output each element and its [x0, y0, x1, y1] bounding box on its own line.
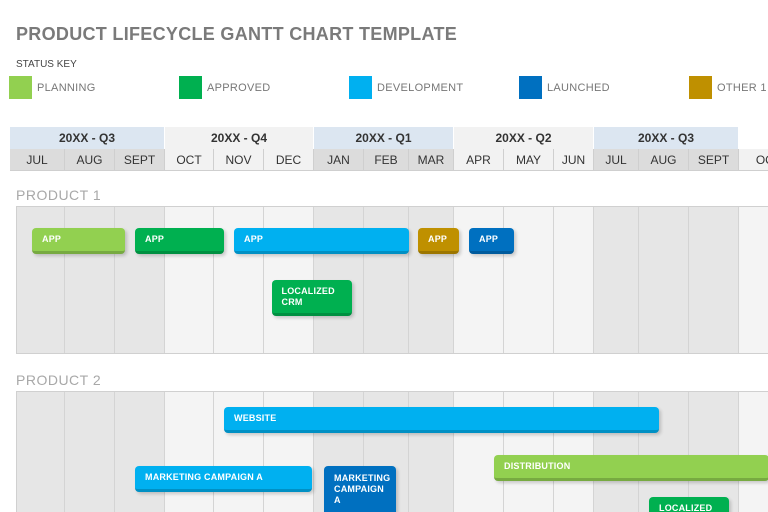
quarter-header: 20XX - Q3	[594, 127, 739, 149]
status-key-label: STATUS KEY	[16, 59, 77, 70]
page-title: PRODUCT LIFECYCLE GANTT CHART TEMPLATE	[16, 24, 458, 44]
gantt-bar-localized[interactable]: LOCALIZED	[649, 497, 729, 512]
month-column	[739, 207, 768, 353]
month-column	[554, 207, 594, 353]
month-header: MAY	[504, 149, 554, 171]
month-header: APR	[454, 149, 504, 171]
month-header: SEPT	[115, 149, 165, 171]
gantt-bar-app[interactable]: APP	[418, 228, 459, 254]
month-column	[639, 207, 689, 353]
month-column	[689, 207, 739, 353]
legend-label-other-1: OTHER 1	[717, 82, 767, 94]
gantt-bar-app[interactable]: APP	[469, 228, 514, 254]
month-header: OCT	[739, 149, 768, 171]
gantt-bar-app[interactable]: APP	[32, 228, 125, 254]
gantt-bar-distribution[interactable]: DISTRIBUTION	[494, 455, 768, 481]
legend-label-planning: PLANNING	[37, 82, 96, 94]
legend-swatch-development	[349, 76, 372, 99]
month-header: OCT	[165, 149, 214, 171]
legend-swatch-approved	[179, 76, 202, 99]
gantt-bar-localized-crm[interactable]: LOCALIZED CRM	[271, 280, 352, 316]
quarter-header: 20XX - Q1	[314, 127, 454, 149]
month-column	[594, 207, 639, 353]
month-column	[165, 392, 214, 512]
quarter-header: 20XX - Q3	[10, 127, 165, 149]
month-column	[65, 392, 115, 512]
month-header: AUG	[65, 149, 115, 171]
legend-swatch-planning	[9, 76, 32, 99]
month-column	[115, 392, 165, 512]
month-header: FEB	[364, 149, 409, 171]
month-column	[739, 392, 768, 512]
month-column	[17, 392, 65, 512]
month-header: DEC	[264, 149, 314, 171]
month-header: MAR	[409, 149, 454, 171]
month-column	[689, 392, 739, 512]
month-header: JUN	[554, 149, 594, 171]
section-label-product-1: PRODUCT 1	[16, 187, 102, 203]
gantt-bar-app[interactable]: APP	[135, 228, 224, 254]
month-header: JUL	[10, 149, 65, 171]
gantt-bar-website[interactable]: WEBSITE	[224, 407, 659, 433]
section-panel-product-2: WEBSITE DISTRIBUTION MARKETING CAMPAIGN A M…	[16, 391, 768, 512]
quarter-header: 20XX - Q2	[454, 127, 594, 149]
legend-swatch-launched	[519, 76, 542, 99]
quarter-header: 20XX - Q4	[165, 127, 314, 149]
section-label-product-2: PRODUCT 2	[16, 372, 102, 388]
month-header: AUG	[639, 149, 689, 171]
legend-label-launched: LAUNCHED	[547, 82, 610, 94]
month-header: NOV	[214, 149, 264, 171]
legend-label-approved: APPROVED	[207, 82, 271, 94]
legend-swatch-other-1	[689, 76, 712, 99]
month-header: SEPT	[689, 149, 739, 171]
legend-label-development: DEVELOPMENT	[377, 82, 464, 94]
month-header: JAN	[314, 149, 364, 171]
section-panel-product-1: APP APP APP APP APP LOCALIZED CRM	[16, 206, 768, 354]
gantt-bar-marketing-campaign-a[interactable]: MARKETING CAMPAIGN A	[135, 466, 312, 492]
gantt-bar-marketing-campaign-a[interactable]: MARKETING CAMPAIGN A	[324, 466, 396, 512]
month-header: JUL	[594, 149, 639, 171]
gantt-bar-app[interactable]: APP	[234, 228, 409, 254]
